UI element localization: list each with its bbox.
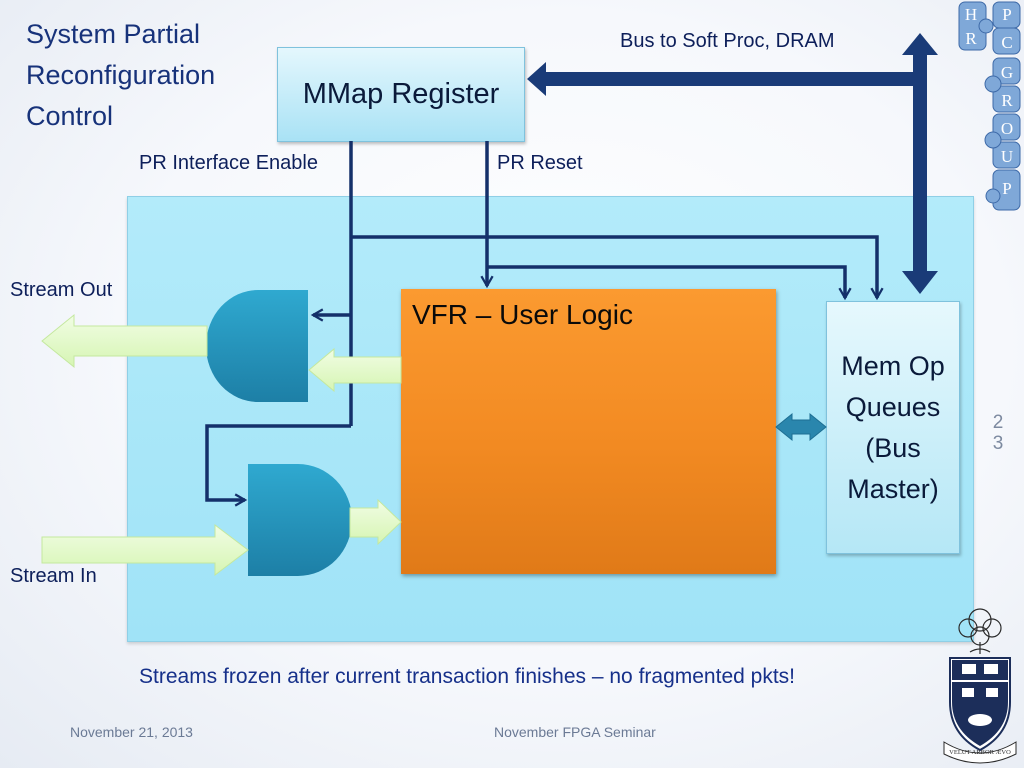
mem-op-queues-label: Mem Op Queues (Bus Master) [841,350,945,504]
stream-in-label: Stream In [10,565,97,587]
slide-number-digit: 3 [992,433,1004,454]
stream-out-arrow-icon [41,313,208,369]
logo-letter: U [1001,147,1013,166]
slide-number-digit: 2 [992,412,1004,433]
logo-letter: R [1001,91,1013,110]
and-gate-in-icon [248,464,352,576]
slide-number: 2 3 [990,412,1006,454]
puzzle-logo-icon: H P R C G R O U P [958,1,1021,211]
double-arrow-icon [775,412,827,442]
vfr-user-logic-label: VFR – User Logic [412,299,633,330]
stream-in-arrow-icon [41,523,249,577]
logo-letter: P [1002,179,1011,198]
logo-letter: C [1001,33,1012,52]
and-gate-out-icon [206,290,308,402]
university-crest-icon: VELUT ARBOR ÆVO [943,608,1017,764]
pr-reset-label: PR Reset [497,152,583,174]
bus-label: Bus to Soft Proc, DRAM [620,30,835,52]
vfr-user-logic-block [401,289,776,574]
pr-interface-enable-label: PR Interface Enable [139,152,318,174]
pr-reset-wire [480,141,852,301]
logo-letter: O [1001,119,1013,138]
logo-letter: R [965,29,977,48]
system-bus [527,33,938,294]
stream-out-label: Stream Out [10,279,113,301]
logo-letter: H [965,5,977,24]
mmap-register-block: MMap Register [277,47,525,142]
mem-op-queues-block: Mem Op Queues (Bus Master) [826,301,960,554]
vfr-to-gate-arrow-icon [308,347,402,393]
logo-letter: G [1001,63,1013,82]
mmap-register-label: MMap Register [302,78,500,110]
logo-letter: P [1002,5,1011,24]
caption: Streams frozen after current transaction… [139,665,795,688]
gate-to-vfr-arrow-icon [349,498,402,546]
footer-date: November 21, 2013 [70,724,193,740]
pr-interface-enable-wire [205,141,884,507]
crest-motto: VELUT ARBOR ÆVO [949,749,1011,756]
footer-event: November FPGA Seminar [494,724,656,740]
